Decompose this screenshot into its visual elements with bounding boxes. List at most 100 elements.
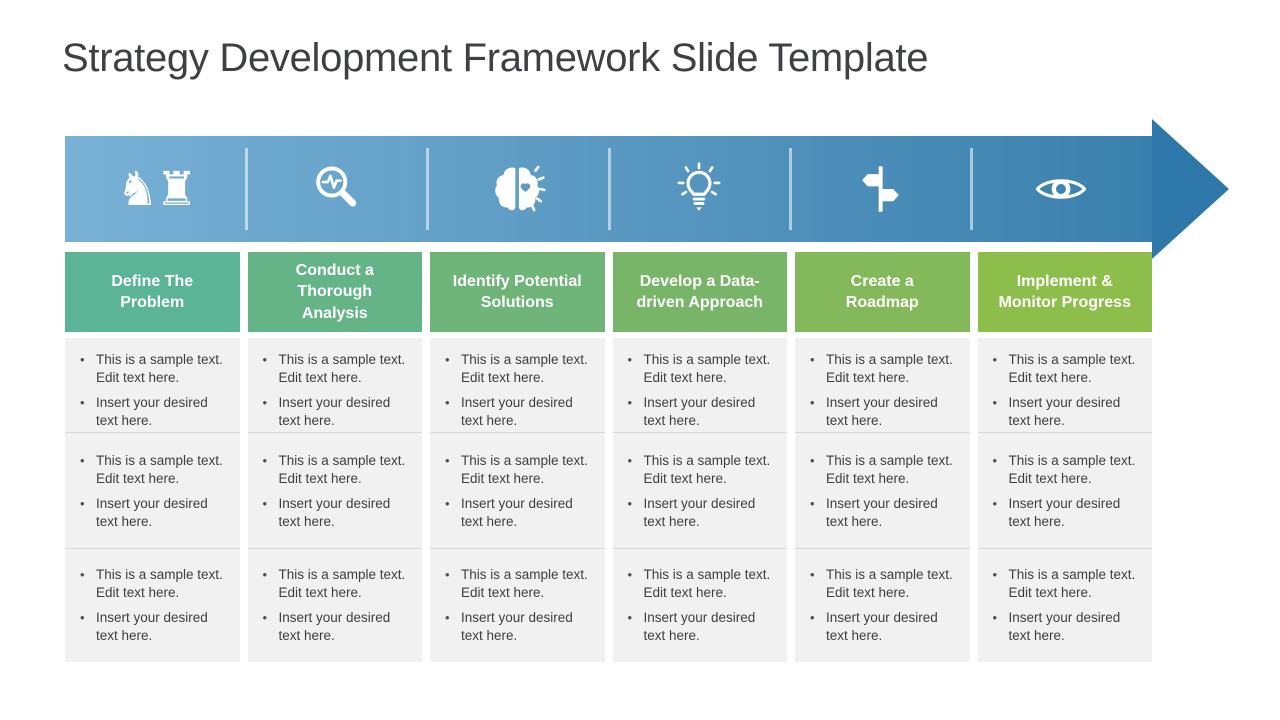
content-block: This is a sample text. Edit text here.In… [430, 433, 605, 549]
framework-column: Identify Potential SolutionsThis is a sa… [430, 252, 605, 662]
bullet-list: This is a sample text. Edit text here. In… [990, 351, 1149, 429]
signpost-icon [852, 161, 908, 217]
bullet-item: This is a sample text. Edit text here. [625, 566, 774, 601]
bullet-item: Insert your desired text here. [442, 394, 591, 429]
banner-divider [245, 148, 249, 230]
chess-pieces-icon: ♞♜ [116, 161, 197, 217]
bullet-item: Insert your desired text here. [990, 394, 1139, 429]
content-block: This is a sample text. Edit text here. In… [248, 549, 423, 662]
framework-column: Define The ProblemThis is a sample text.… [65, 252, 240, 662]
bullet-item: This is a sample text. Edit text here. [990, 452, 1139, 487]
banner-cell [427, 136, 611, 242]
content-block: This is a sample text. Edit text here. In… [430, 338, 605, 433]
bullet-list: This is a sample text. Edit text here. In… [807, 452, 966, 530]
bullet-item: This is a sample text. Edit text here. [77, 351, 226, 386]
bullet-list: This is a sample text. Edit text here. In… [990, 452, 1149, 530]
column-content-panel: This is a sample text. Edit text here. In… [977, 338, 1153, 662]
lightbulb-icon [671, 161, 727, 217]
bullet-list: This is a sample text. Edit text here. In… [625, 566, 784, 644]
bullet-list: This is a sample text. Edit text here. In… [260, 452, 419, 530]
banner-cell [790, 136, 973, 242]
banner-divider [969, 148, 973, 230]
bullet-item: This is a sample text. Edit text here. [442, 566, 591, 601]
content-block: This is a sample text. Edit text here. In… [247, 433, 422, 549]
framework-column: Create a RoadmapThis is a sample text. E… [795, 252, 970, 662]
content-block: This is a sample text. Edit text here. In… [795, 549, 970, 662]
bullet-item: This is a sample text. Edit text here. [442, 351, 591, 386]
bullet-list: This is a sample text. Edit text here. In… [442, 566, 601, 644]
banner-divider [607, 148, 611, 230]
process-arrow-banner: ♞♜ [65, 119, 1229, 259]
bullet-list: This is a sample text. Edit text here. In… [625, 351, 784, 429]
banner-cells: ♞♜ [65, 136, 1152, 242]
bullet-item: Insert your desired text here. [625, 609, 774, 644]
bullet-list: This is a sample text. Edit text here. In… [807, 351, 966, 429]
brain-icon [490, 161, 546, 217]
content-block: This is a sample text. Edit text here. In… [613, 549, 788, 662]
arrow-head [1152, 119, 1229, 259]
banner-divider [788, 148, 792, 230]
bullet-item: This is a sample text. Edit text here. [625, 452, 774, 487]
framework-column: Develop a Data- driven ApproachThis is a… [612, 252, 788, 662]
column-header: Create a Roadmap [795, 252, 970, 332]
banner-cell [246, 136, 430, 242]
bullet-item: Insert your desired text here. [77, 609, 226, 644]
content-block: This is a sample text. Edit text here. In… [978, 549, 1153, 662]
bullet-item: This is a sample text. Edit text here. [807, 351, 956, 386]
bullet-item: Insert your desired text here. [990, 609, 1139, 644]
bullet-item: Insert your desired text here. [260, 495, 409, 530]
column-header: Conduct a Thorough Analysis [247, 252, 422, 332]
magnifier-pulse-icon [309, 161, 365, 217]
eye-icon [1033, 161, 1089, 217]
content-block: This is a sample text. Edit text here. In… [795, 338, 970, 433]
column-content-panel: This is a sample text. Edit text here. In… [247, 338, 423, 662]
banner-divider [426, 148, 430, 230]
bullet-item: Insert your desired text here. [990, 495, 1139, 530]
bullet-item: Insert your desired text here. [260, 609, 409, 644]
framework-columns: Define The ProblemThis is a sample text.… [65, 252, 1152, 662]
bullet-item: Insert your desired text here. [807, 495, 956, 530]
bullet-item: This is a sample text. Edit text here. [990, 351, 1139, 386]
bullet-item: This is a sample text. Edit text here. [260, 566, 409, 601]
bullet-item: Insert your desired text here. [625, 495, 774, 530]
bullet-item: Insert your desired text here. [807, 394, 956, 429]
column-content-panel: This is a sample text. Edit text here. In… [795, 338, 970, 662]
column-header: Define The Problem [65, 252, 240, 332]
content-block: This is a sample text. Edit text here. In… [65, 433, 240, 549]
bullet-list: This is a sample text. Edit text here.In… [442, 452, 601, 530]
column-header: Identify Potential Solutions [430, 252, 605, 332]
bullet-list: This is a sample text. Edit text here. In… [260, 351, 419, 429]
bullet-item: Insert your desired text here. [807, 609, 956, 644]
bullet-item: This is a sample text. Edit text here. [807, 452, 956, 487]
bullet-list: This is a sample text. Edit text here. In… [990, 566, 1149, 644]
content-block: This is a sample text. Edit text here. In… [612, 338, 787, 433]
bullet-item: This is a sample text. Edit text here. [77, 566, 226, 601]
bullet-item: This is a sample text. Edit text here. [260, 452, 409, 487]
framework-column: Conduct a Thorough AnalysisThis is a sam… [247, 252, 423, 662]
bullet-item: This is a sample text. Edit text here. [807, 566, 956, 601]
bullet-item: This is a sample text. Edit text here. [77, 452, 226, 487]
column-content-panel: This is a sample text. Edit text here. In… [65, 338, 240, 662]
bullet-item: Insert your desired text here. [77, 495, 226, 530]
bullet-item: This is a sample text. Edit text here. [625, 351, 774, 386]
content-block: This is a sample text. Edit text here. In… [977, 433, 1152, 549]
bullet-list: This is a sample text. Edit text here. In… [442, 351, 601, 429]
content-block: This is a sample text. Edit text here. In… [430, 549, 605, 662]
bullet-item: This is a sample text. Edit text here. [990, 566, 1139, 601]
bullet-list: This is a sample text. Edit text here. In… [77, 452, 236, 530]
bullet-list: This is a sample text. Edit text here. In… [807, 566, 966, 644]
column-header: Implement & Monitor Progress [977, 252, 1152, 332]
bullet-list: This is a sample text. Edit text here. In… [260, 566, 419, 644]
bullet-item: This is a sample text. Edit text here. [260, 351, 409, 386]
bullet-item: Insert your desired text here. [625, 394, 774, 429]
bullet-item: Insert your desired text here. [260, 394, 409, 429]
content-block: This is a sample text. Edit text here. In… [65, 338, 240, 433]
column-content-panel: This is a sample text. Edit text here. In… [430, 338, 605, 662]
content-block: This is a sample text. Edit text here. In… [795, 433, 970, 549]
bullet-item: Insert your desired text here. [442, 495, 591, 530]
framework-column: Implement & Monitor ProgressThis is a sa… [977, 252, 1153, 662]
slide-title: Strategy Development Framework Slide Tem… [62, 36, 929, 80]
bullet-item: Insert your desired text here. [77, 394, 226, 429]
banner-cell [609, 136, 792, 242]
bullet-item: Insert your desired text here. [442, 609, 591, 644]
